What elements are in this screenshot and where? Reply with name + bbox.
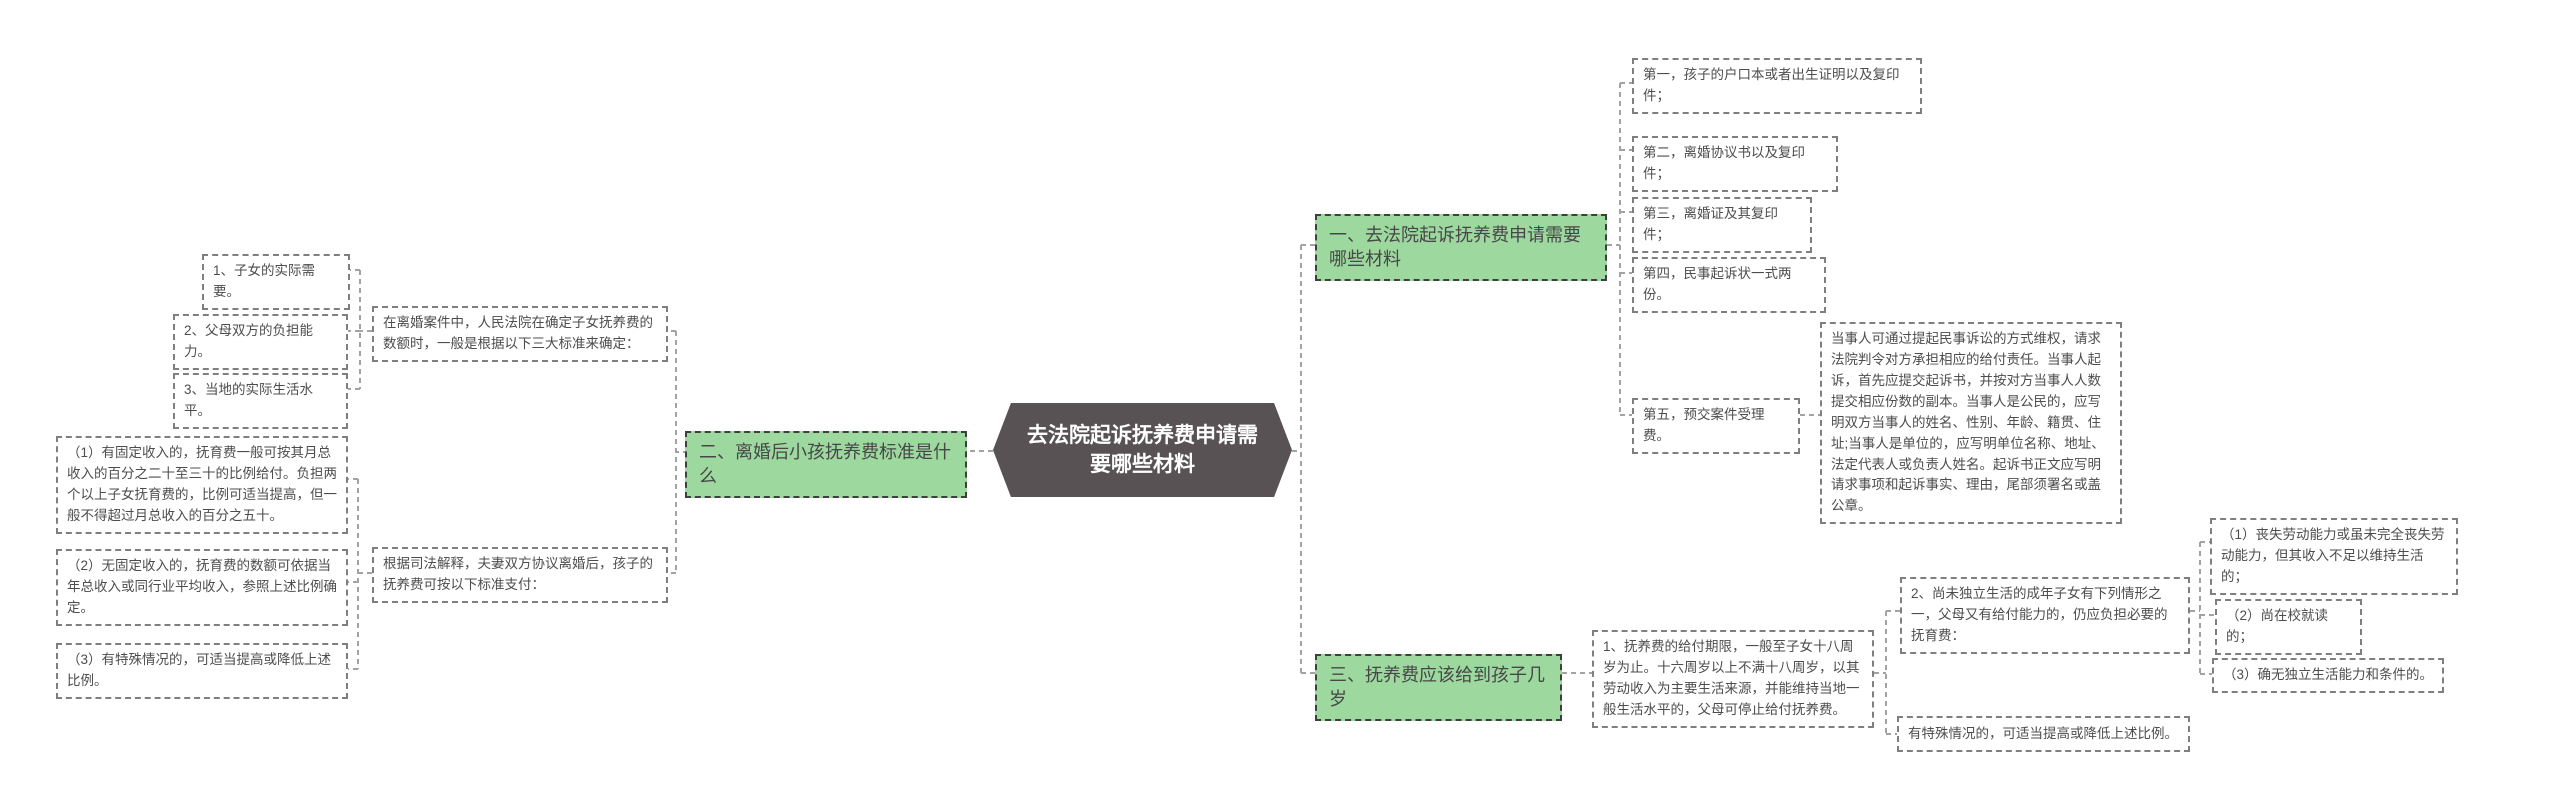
payment-rule-2: （2）无固定收入的，抚育费的数额可依据当年总收入或同行业平均收入，参照上述比例确… (56, 549, 348, 626)
branch-standards-label: 二、离婚后小孩抚养费标准是什么 (685, 431, 967, 498)
adult-case-3: （3）确无独立生活能力和条件的。 (2212, 658, 2444, 693)
standard-item-1: 1、子女的实际需要。 (202, 254, 350, 310)
standards-intro: 在离婚案件中，人民法院在确定子女抚养费的数额时，一般是根据以下三大标准来确定： (372, 306, 668, 362)
material-item-1: 第一，孩子的户口本或者出生证明以及复印件； (1632, 58, 1922, 114)
material-item-2: 第二，离婚协议书以及复印件； (1632, 136, 1838, 192)
standard-item-3: 3、当地的实际生活水平。 (173, 373, 348, 429)
adult-case-1: （1）丧失劳动能力或虽未完全丧失劳动能力，但其收入不足以维持生活的； (2210, 518, 2458, 595)
material-item-3: 第三，离婚证及其复印件； (1632, 197, 1812, 253)
connector-payment-rules (348, 478, 372, 670)
payment-rule-3: （3）有特殊情况的，可适当提高或降低上述比例。 (56, 643, 348, 699)
age-rule-1: 1、抚养费的给付期限，一般至子女十八周岁为止。十六周岁以上不满十八周岁，以其劳动… (1592, 630, 1874, 728)
material-item-5: 第五，预交案件受理费。 (1632, 398, 1800, 454)
lawsuit-detail-note: 当事人可通过提起民事诉讼的方式维权，请求法院判令对方承担相应的给付责任。当事人起… (1820, 322, 2122, 525)
age-rule-special: 有特殊情况的，可适当提高或降低上述比例。 (1897, 716, 2190, 752)
branch-materials-label: 一、去法院起诉抚养费申请需要哪些材料 (1315, 214, 1607, 281)
center-topic: 去法院起诉抚养费申请需要哪些材料 (993, 403, 1292, 497)
age-rule-2: 2、尚未独立生活的成年子女有下列情形之一，父母又有给付能力的，仍应负担必要的抚育… (1900, 577, 2190, 654)
connector-item2-cases (2190, 541, 2215, 675)
standard-item-2: 2、父母双方的负担能力。 (173, 314, 348, 370)
branch-age-label: 三、抚养费应该给到孩子几岁 (1315, 654, 1562, 721)
connector-center-right (1292, 244, 1315, 674)
material-item-4: 第四，民事起诉状一式两份。 (1632, 257, 1826, 313)
payment-intro: 根据司法解释，夫妻双方协议离婚后，孩子的抚养费可按以下标准支付： (372, 547, 668, 603)
connector-branch3 (1562, 610, 1900, 735)
payment-rule-1: （1）有固定收入的，抚育费一般可按其月总收入的百分之二十至三十的比例给付。负担两… (56, 436, 348, 534)
connector-branch2 (668, 330, 688, 574)
adult-case-2: （2）尚在校就读的； (2215, 599, 2362, 655)
connector-branch1-items (1607, 82, 1632, 416)
